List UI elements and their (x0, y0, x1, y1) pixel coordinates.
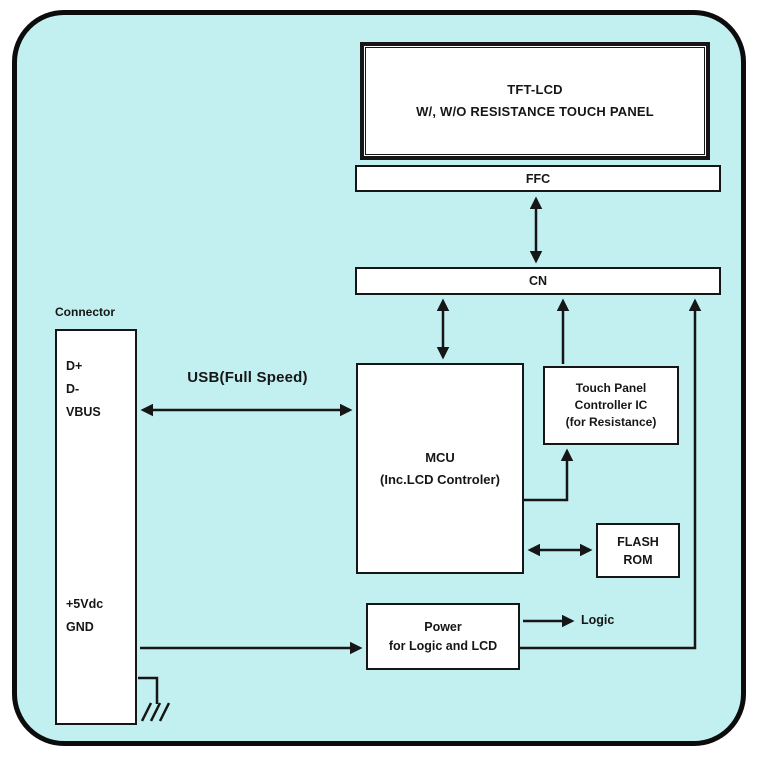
touch-panel-line3: (for Resistance) (565, 415, 657, 429)
tft-lcd-subtitle: W/, W/O RESISTANCE TOUCH PANEL (416, 104, 654, 119)
connector-pins-bottom: +5Vdc GND (66, 593, 103, 639)
connector-title: Connector (55, 305, 115, 319)
logic-label: Logic (581, 613, 615, 627)
flash-line1: FLASH (617, 534, 659, 549)
mcu-subtitle: (Inc.LCD Controler) (380, 471, 500, 487)
touch-panel-line2: Controller IC (574, 398, 648, 412)
mcu-title: MCU (425, 449, 455, 465)
ffc-label: FFC (525, 171, 551, 186)
connector-pins-top: D+ D- VBUS (66, 355, 101, 424)
usb-full-speed-label: USB(Full Speed) (187, 369, 308, 386)
tft-lcd-title: TFT-LCD (507, 82, 563, 97)
pin-dminus: D- (66, 382, 80, 396)
power-line2: for Logic and LCD (388, 638, 498, 653)
touch-panel-controller-box: Touch Panel Controller IC (for Resistanc… (543, 366, 679, 445)
pin-vbus: VBUS (66, 405, 101, 419)
flash-line2: ROM (623, 552, 653, 567)
cn-label: CN (528, 274, 548, 288)
pin-5vdc: +5Vdc (66, 597, 104, 611)
power-box: Power for Logic and LCD (366, 603, 520, 670)
pin-gnd: GND (66, 620, 94, 634)
flash-rom-box: FLASH ROM (596, 523, 680, 578)
connector-box: D+ D- VBUS +5Vdc GND (55, 329, 137, 725)
touch-panel-line1: Touch Panel (575, 381, 647, 395)
tft-lcd-box: TFT-LCD W/, W/O RESISTANCE TOUCH PANEL (360, 42, 710, 160)
power-line1: Power (424, 619, 462, 634)
ffc-box: FFC (355, 165, 721, 192)
mcu-box: MCU (Inc.LCD Controler) (356, 363, 524, 574)
pin-dplus: D+ (66, 359, 83, 373)
tft-lcd-inner-border: TFT-LCD W/, W/O RESISTANCE TOUCH PANEL (365, 47, 705, 155)
cn-box: CN (355, 267, 721, 295)
